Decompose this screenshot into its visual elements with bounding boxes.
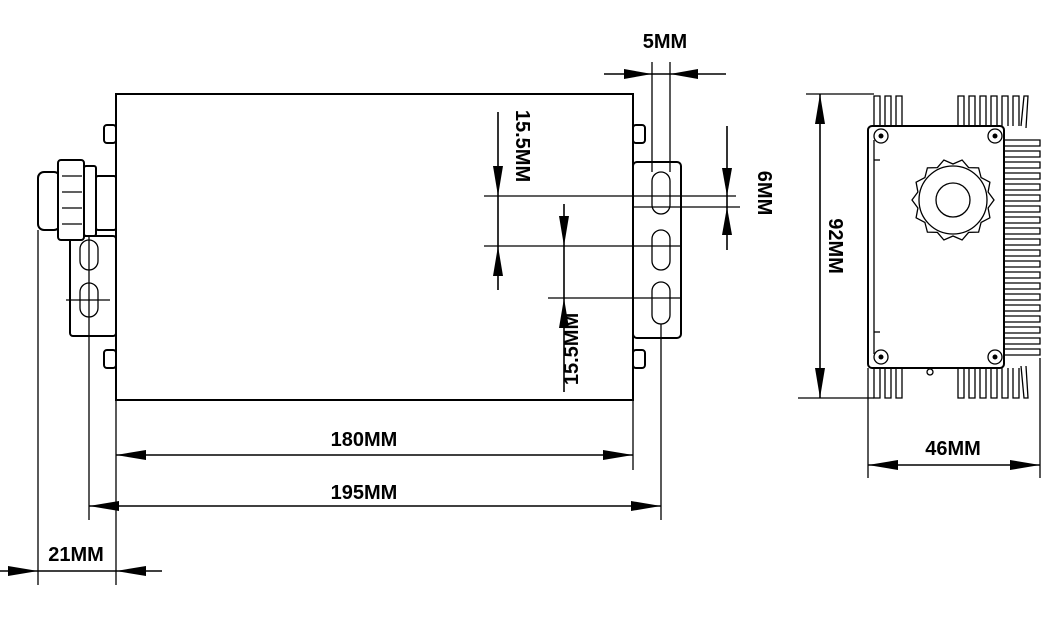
dim-180mm-label: 180MM — [331, 429, 398, 451]
dim-15-5mm-lower-label: 15.5MM — [561, 313, 583, 385]
dim-15-5mm-upper-label: 15.5MM — [511, 110, 533, 182]
corner-screws — [873, 128, 1003, 365]
heatsink-fins-bottom-left — [873, 368, 903, 399]
dim-46mm-label: 46MM — [925, 438, 981, 460]
right-mounting-flange — [632, 161, 682, 339]
dim-5mm-label: 5MM — [643, 31, 687, 53]
heatsink-fins-top-left — [873, 95, 903, 126]
dimension-lines — [0, 62, 740, 585]
heatsink-fins-right — [1004, 139, 1041, 356]
potentiometer-knob — [911, 159, 995, 241]
side-housing — [867, 125, 1005, 369]
side-dimension-lines — [798, 93, 1041, 478]
top-view — [37, 93, 682, 401]
side-view — [867, 95, 1041, 399]
dim-195mm-label: 195MM — [331, 482, 398, 504]
dim-21mm-label: 21MM — [48, 544, 104, 566]
left-mounting-flange — [66, 232, 117, 340]
heatsink-fins-bottom-right — [957, 365, 1029, 399]
mounting-tabs — [103, 124, 646, 369]
dim-92mm-label: 92MM — [824, 218, 846, 274]
dim-6mm-label: 6MM — [753, 171, 775, 215]
main-housing — [115, 93, 634, 401]
cable-gland — [37, 159, 117, 241]
heatsink-fins-top-right — [957, 95, 1029, 129]
